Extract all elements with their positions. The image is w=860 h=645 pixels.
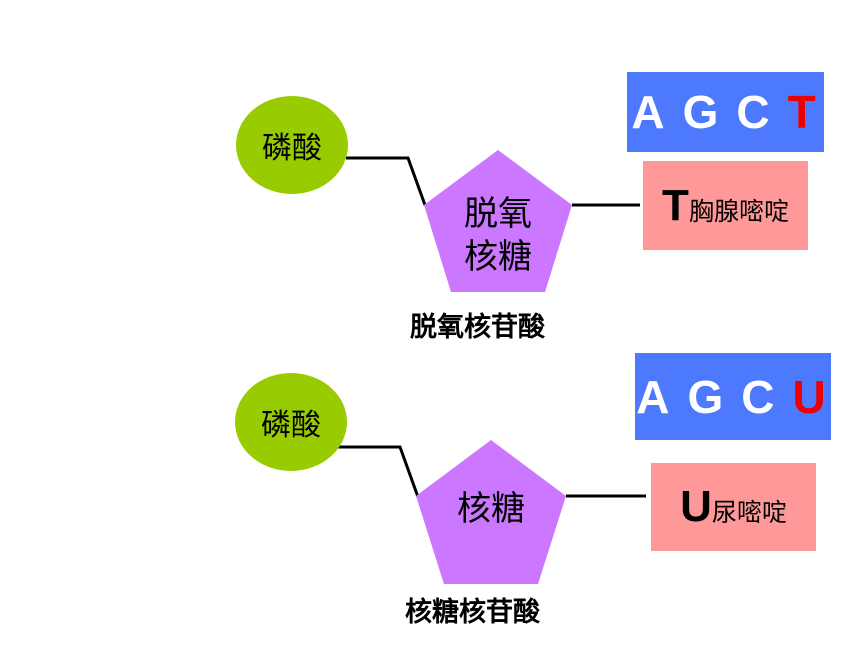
dna-base-c: C [736,86,774,138]
rna-sugar-label: 核糖 [457,489,525,529]
dna-caption: 脱氧核苷酸 [410,312,545,343]
dna-base-a: A [631,86,669,138]
dna-base-t: T [787,86,820,138]
rna-base-g: G [687,370,728,423]
rna-base-a: A [636,370,674,423]
rna-uracil-box: U 尿嘧啶 [651,463,816,551]
rna-uracil-name: 尿嘧啶 [711,498,787,527]
dna-sugar-label-line1: 脱氧 [464,194,532,234]
rna-base-c: C [741,370,779,423]
rna-phosphate-oval: 磷酸 [235,373,347,471]
dna-phosphate-oval: 磷酸 [236,96,348,194]
rna-base-u: U [792,370,830,423]
rna-caption: 核糖核苷酸 [405,597,540,628]
dna-thymine-name: 胸腺嘧啶 [688,197,789,226]
rna-bases-box: A G C U [635,353,831,440]
dna-phosphate-sugar-bond [346,156,427,206]
dna-thymine-letter: T [662,181,689,230]
rna-ribose-pentagon [416,440,566,584]
dna-sugar-label: 脱氧 核糖 [448,193,548,278]
dna-bases-box: A G C T [627,72,824,152]
dna-deoxyribose-pentagon [424,150,572,292]
rna-phosphate-sugar-bond [333,445,420,498]
dna-phosphate-label: 磷酸 [262,131,322,166]
rna-phosphate-label: 磷酸 [261,408,321,443]
dna-thymine-box: T 胸腺嘧啶 [643,161,808,250]
rna-uracil-letter: U [680,482,712,531]
dna-sugar-label-line2: 核糖 [464,236,532,277]
dna-base-g: G [682,86,723,138]
